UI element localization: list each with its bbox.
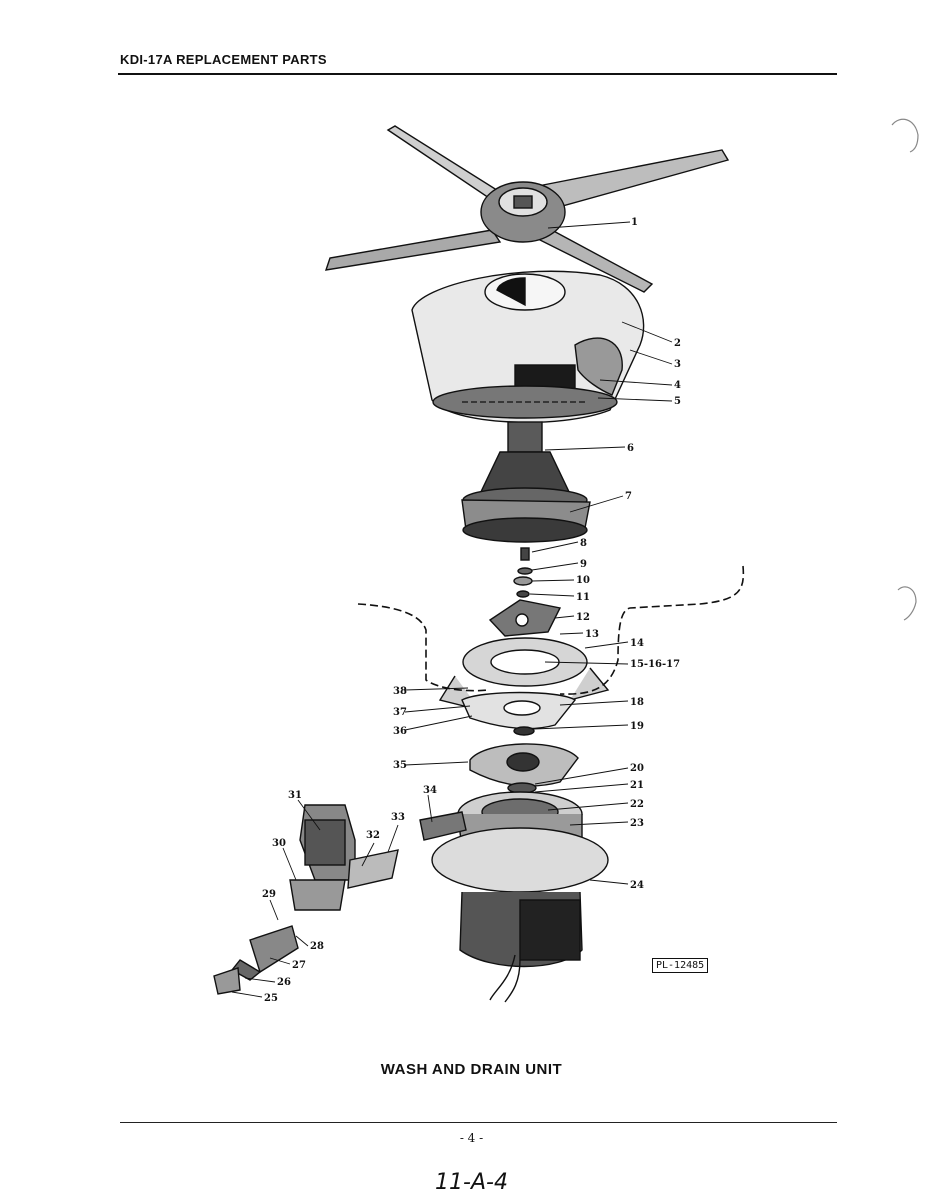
callout-label: 27 xyxy=(292,960,306,971)
header-rule xyxy=(118,73,837,75)
solenoid-assembly xyxy=(289,804,399,911)
gasket-plate xyxy=(461,691,577,730)
callout-label: 33 xyxy=(391,812,405,823)
callout-label: 18 xyxy=(630,697,644,708)
callout-label: 38 xyxy=(393,686,407,697)
handwritten-reference: 11-A-4 xyxy=(435,1170,508,1195)
callout-label: 35 xyxy=(393,760,407,771)
pump-housing xyxy=(411,270,645,424)
callout-label: 6 xyxy=(627,443,634,454)
lower-plate xyxy=(469,743,579,787)
callout-label: 24 xyxy=(630,880,644,891)
cutter-blade xyxy=(488,599,562,637)
plate-reference: PL-12485 xyxy=(652,958,709,973)
callout-label: 29 xyxy=(262,889,276,900)
callout-label: 26 xyxy=(277,977,291,988)
callout-label: 1 xyxy=(631,217,638,228)
callout-label: 34 xyxy=(423,785,437,796)
motor-assembly xyxy=(431,782,609,1003)
hose-fitting xyxy=(419,811,467,841)
callout-label: 31 xyxy=(288,790,302,801)
page-header-title: KDI-17A REPLACEMENT PARTS xyxy=(120,52,327,67)
callout-label: 13 xyxy=(585,629,599,640)
callout-label: 8 xyxy=(580,538,587,549)
callout-label: 22 xyxy=(630,799,644,810)
callout-label: 9 xyxy=(580,559,587,570)
exploded-parts-diagram: 1 2 3 4 5 6 7 8 9 10 11 12 13 14 15-16-1… xyxy=(213,118,919,1004)
page-number: - 4 - xyxy=(459,1131,484,1145)
spray-arm xyxy=(324,125,730,293)
callout-label: 30 xyxy=(272,838,286,849)
binder-hole-marks xyxy=(891,118,919,621)
callout-label: 36 xyxy=(393,726,407,737)
callout-label: 3 xyxy=(674,359,681,370)
impeller xyxy=(461,421,591,543)
callout-label: 4 xyxy=(674,380,681,391)
callout-label: 37 xyxy=(393,707,407,718)
fasteners xyxy=(513,547,533,598)
callout-label: 7 xyxy=(625,491,632,502)
callout-label: 21 xyxy=(630,780,644,791)
seal-ring xyxy=(513,726,535,736)
callout-label: 20 xyxy=(630,763,644,774)
callout-label: 14 xyxy=(630,638,644,649)
callout-label: 10 xyxy=(576,575,590,586)
drain-valve xyxy=(213,925,299,995)
callout-label: 5 xyxy=(674,396,681,407)
callout-label: 11 xyxy=(576,592,590,603)
diagram-caption: WASH AND DRAIN UNIT xyxy=(380,1061,563,1078)
callout-label: 32 xyxy=(366,830,380,841)
leader-lines xyxy=(231,221,673,998)
callout-label: 2 xyxy=(674,338,681,349)
spring xyxy=(347,849,399,889)
callout-label: 25 xyxy=(264,993,278,1004)
callout-label: 15-16-17 xyxy=(630,659,680,670)
callout-label: 23 xyxy=(630,818,644,829)
callout-numbers: 1 2 3 4 5 6 7 8 9 10 11 12 13 14 15-16-1… xyxy=(262,217,681,1004)
callout-label: 12 xyxy=(576,612,590,623)
footer-rule xyxy=(120,1122,837,1123)
callout-label: 19 xyxy=(630,721,644,732)
callout-label: 28 xyxy=(310,941,324,952)
